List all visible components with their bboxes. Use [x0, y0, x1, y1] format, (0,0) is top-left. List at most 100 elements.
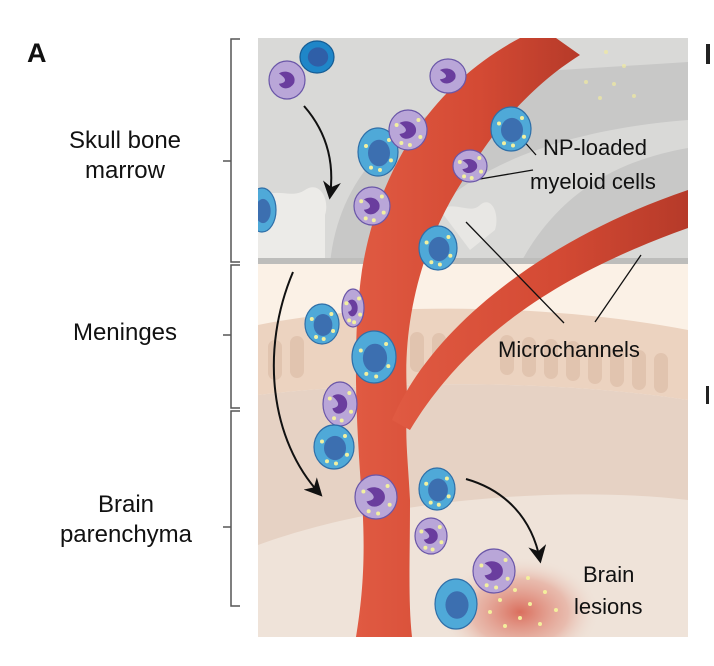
label-line: Brain: [97, 491, 155, 518]
nanoparticle: [479, 563, 484, 568]
nanoparticle: [364, 144, 368, 148]
neutrophil-cell: [354, 474, 398, 520]
neutrophil-cell: [472, 548, 516, 594]
nanoparticle: [387, 502, 392, 507]
nanoparticle: [502, 141, 506, 146]
monocyte-cell: [434, 578, 478, 630]
nanoparticle: [389, 158, 393, 163]
nanoparticle: [332, 416, 337, 421]
next-panel-letter-fragment: [706, 44, 710, 64]
nanoparticle: [484, 583, 489, 588]
neutrophil-cell: [429, 58, 467, 94]
nanoparticle: [416, 118, 421, 122]
nanoparticle: [522, 134, 526, 139]
leader-np-neutrophil: [479, 169, 534, 180]
neutrophil-cell: [268, 60, 306, 100]
nanoparticle: [444, 476, 449, 481]
nanoparticle: [598, 96, 602, 100]
nanoparticle: [584, 80, 588, 84]
nanoparticle: [349, 409, 354, 414]
panel-letter: A: [27, 38, 47, 68]
arrow-to-lesion: [465, 478, 547, 564]
region-label-meninges: Meninges: [40, 318, 210, 348]
monocyte-cell: [351, 330, 397, 384]
nanoparticle: [424, 481, 429, 486]
cells: [258, 40, 636, 630]
nanoparticle: [366, 509, 371, 514]
neutrophil-cell: [388, 109, 428, 151]
label-line: Skull bone: [68, 127, 182, 154]
nanoparticle: [357, 296, 362, 301]
monocyte-cell: [357, 127, 399, 177]
nanoparticle: [364, 371, 369, 376]
nanoparticle: [387, 138, 391, 142]
leader-microchannel-2: [594, 254, 642, 323]
nanoparticle: [424, 240, 429, 245]
nanoparticle: [309, 317, 314, 321]
neutrophil-cell: [322, 381, 358, 427]
monocyte-cell: [418, 467, 456, 511]
nanoparticle: [361, 489, 366, 494]
monocyte-cell: [418, 225, 458, 271]
annotation-np-loaded-line2: myeloid cells: [530, 169, 656, 194]
bone-channel-2: [520, 148, 688, 264]
nanoparticle: [320, 439, 324, 444]
annotation-lesions-line1: Brain: [583, 562, 634, 587]
nanoparticle: [399, 141, 404, 145]
nanoparticle: [448, 253, 453, 258]
neutrophil-cell: [353, 186, 391, 226]
monocyte-cell: [304, 303, 340, 345]
nanoparticle: [511, 143, 515, 148]
nanoparticle: [497, 121, 501, 126]
nanoparticle: [374, 374, 379, 379]
nanoparticle: [505, 576, 510, 581]
nanoparticle: [359, 199, 364, 204]
nanoparticle: [344, 301, 349, 306]
nanoparticle: [612, 82, 616, 86]
nanoparticle: [457, 160, 462, 164]
nanoparticle: [428, 500, 433, 505]
next-panel-letter-fragment: [706, 386, 709, 404]
nanoparticle: [419, 529, 424, 534]
nanoparticle: [622, 64, 626, 68]
nanoparticle: [385, 484, 390, 488]
nanoparticle: [418, 135, 423, 139]
monocyte-cell: [313, 424, 355, 470]
nanoparticle: [358, 312, 363, 317]
nanoparticle: [358, 348, 363, 353]
nanoparticle: [329, 312, 334, 316]
nanoparticle: [632, 94, 636, 98]
nanoparticle: [394, 123, 399, 127]
nanoparticle: [381, 210, 386, 215]
bracket-meninges: [230, 264, 240, 409]
bracket-brain: [230, 410, 240, 607]
annotation-np-loaded-line1: NP-loaded: [543, 135, 647, 160]
nanoparticle: [477, 156, 482, 160]
nanoparticle: [430, 547, 435, 552]
neutrophil-cell: [414, 517, 448, 555]
nanoparticle: [371, 218, 376, 223]
nanoparticle: [386, 364, 391, 369]
blood-vessel-trunk: [355, 38, 580, 637]
nanoparticle: [520, 116, 524, 120]
nanoparticle: [347, 318, 352, 323]
nanoparticle: [479, 169, 484, 174]
blood-vessel-branch: [392, 190, 688, 430]
arrow-marrow-egress: [303, 105, 341, 200]
nanoparticle: [369, 165, 373, 170]
nanoparticle: [503, 558, 508, 562]
region-label-brain-parenchyma: Brain parenchyma: [38, 490, 214, 550]
nanoparticle: [347, 391, 352, 395]
nanoparticle: [314, 335, 319, 339]
monocyte-cell: [258, 187, 277, 233]
neutrophil-cell: [341, 288, 365, 328]
bracket-skull: [230, 38, 240, 263]
migration-arrows: [272, 105, 547, 564]
nanoparticle: [604, 50, 608, 54]
nanoparticle: [437, 525, 442, 529]
nanoparticle: [321, 337, 326, 341]
region-brackets: [223, 38, 240, 607]
label-line: Meninges: [72, 319, 178, 346]
nanoparticle: [378, 168, 382, 172]
